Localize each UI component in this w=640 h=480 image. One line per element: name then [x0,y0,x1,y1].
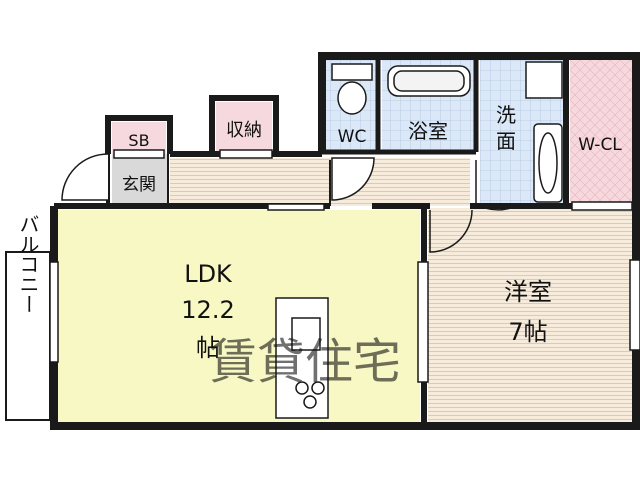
sb-floor[interactable] [112,122,166,154]
wcl-floor-cross [570,60,632,208]
balcony-window[interactable] [49,261,59,363]
western-room-floor-lines [428,208,632,422]
wc-door[interactable] [331,157,375,201]
western-room-door[interactable] [429,209,473,253]
sb-door[interactable] [113,149,165,159]
stove-burner-icon [295,381,309,395]
entrance-floor[interactable] [112,154,168,206]
corridor-floor-lines [170,158,470,206]
toilet-bowl-icon [337,81,367,115]
stove-burner-icon [303,395,317,409]
wcl-label: W-CL [578,135,622,155]
sink-icon [538,132,558,194]
wcl-door[interactable] [571,201,633,211]
kitchen-sink-icon [291,317,321,351]
toilet-tank-icon [331,63,373,81]
doors [49,149,640,383]
ldk-size: 12.2 [181,296,234,324]
stove-burner-icon [311,381,325,395]
ldk-label: LDK [184,260,233,288]
storage-label: 収納 [226,120,262,141]
western-room-size: 7帖 [508,318,547,346]
ldk-floor[interactable] [58,210,420,422]
washroom-label-2: 面 [496,129,516,153]
bathtub-inner [393,70,465,92]
wc-label: WC [338,127,367,147]
ldk-door-window [267,203,325,211]
washing-machine-icon [525,61,563,99]
storage-door[interactable] [219,149,273,159]
storage-floor[interactable] [216,102,272,154]
balcony-label: バルコニー [16,214,40,314]
balcony-floor[interactable] [5,251,51,421]
washroom-door[interactable] [475,160,521,211]
entrance-label: 玄関 [122,175,156,195]
bath-label: 浴室 [408,119,448,143]
ldk-unit: 帖 [196,334,220,362]
entrance-door[interactable] [61,153,109,201]
fixtures [275,61,563,419]
western-room-label: 洋室 [504,278,552,306]
sb-label: SB [128,131,149,150]
watermark: 賃貸住宅 [209,334,401,390]
room-labels: LDK 12.2 帖 洋室 7帖 SB 収納 玄関 WC 浴室 洗 面 W-CL… [16,103,622,362]
washroom-label-1: 洗 [496,103,516,127]
western-window[interactable] [629,259,640,351]
ldk-sliding-door[interactable] [417,261,429,383]
